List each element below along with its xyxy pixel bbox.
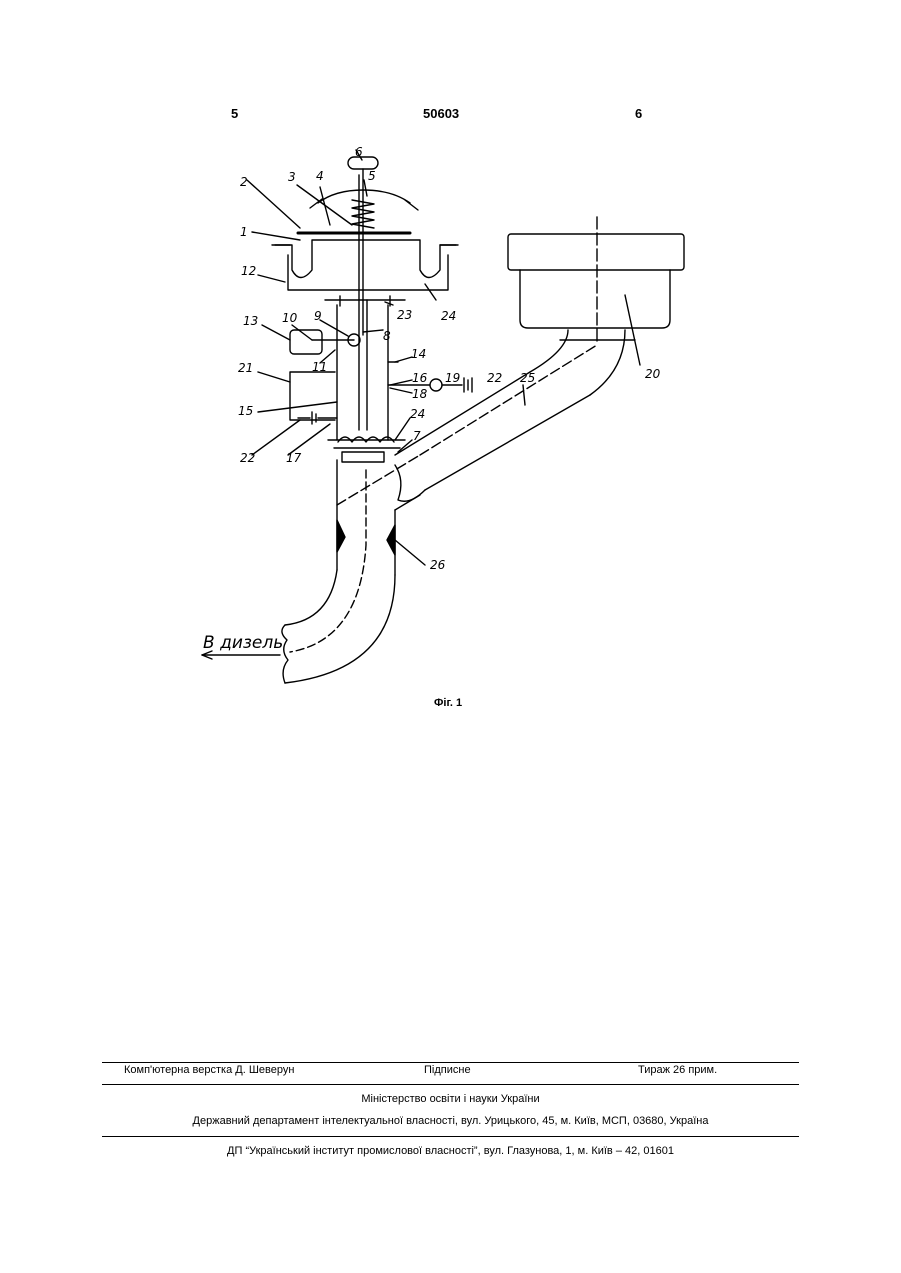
figure-caption: Фіг. 1 <box>434 697 462 709</box>
outlet-label: В дизель <box>203 633 283 653</box>
figure-label: 22 <box>240 451 255 465</box>
figure-labels: 6 5 4 3 2 1 12 13 10 9 11 21 15 22 17 8 … <box>203 145 661 653</box>
figure-label: 9 <box>314 309 322 323</box>
figure-label: 24 <box>441 309 456 323</box>
compiled-by-text: Комп'ютерна верстка Д. Шеверун <box>124 1064 294 1076</box>
signed-text: Підписне <box>424 1064 471 1076</box>
circulation-text: Тираж 26 прим. <box>638 1064 717 1076</box>
figure-label: 14 <box>411 347 426 361</box>
document-number: 50603 <box>423 106 459 121</box>
housing-shape <box>275 240 456 278</box>
figure-label: 22 <box>487 371 502 385</box>
figure-label: 11 <box>312 360 327 374</box>
figure-label: 25 <box>520 371 535 385</box>
figure-label: 17 <box>286 451 302 465</box>
institute-text: ДП “Український інститут промислової вла… <box>102 1145 799 1157</box>
figure-label: 2 <box>240 175 248 189</box>
technical-drawing: 6 5 4 3 2 1 12 13 10 9 11 21 15 22 17 8 … <box>180 135 720 695</box>
figure-label: 24 <box>410 407 425 421</box>
figure-label: 20 <box>645 367 661 381</box>
cover-shape <box>318 190 410 203</box>
figure-label: 26 <box>430 558 446 572</box>
department-text: Державний департамент інтелектуальної вл… <box>102 1115 799 1127</box>
figure-label: 19 <box>445 371 460 385</box>
figure-label: 6 <box>355 145 363 159</box>
figure-label: 15 <box>238 404 253 418</box>
figure-label: 1 <box>240 225 248 239</box>
figure-label: 13 <box>243 314 258 328</box>
page-number-left: 5 <box>231 106 238 121</box>
figure-label: 3 <box>288 170 296 184</box>
figure-label: 4 <box>316 169 324 183</box>
ministry-text: Міністерство освіти і науки України <box>102 1093 799 1105</box>
figure-label: 7 <box>413 429 421 443</box>
figure-label: 18 <box>412 387 428 401</box>
pipe-bend-shape <box>285 570 337 625</box>
figure-label: 23 <box>397 308 412 322</box>
page-number-right: 6 <box>635 106 642 121</box>
figure-label: 12 <box>241 264 256 278</box>
footer-rule-middle <box>102 1084 799 1085</box>
figure-label: 5 <box>368 169 376 183</box>
figure-label: 10 <box>282 311 298 325</box>
knob-shape <box>348 157 378 169</box>
footer-rule-bottom <box>102 1136 799 1137</box>
footer-rule-top <box>102 1062 799 1063</box>
filter-body-shape <box>520 270 670 328</box>
figure-label: 16 <box>412 371 428 385</box>
figure-label: 21 <box>238 361 253 375</box>
valve-body-shape <box>290 330 322 354</box>
figure-label: 8 <box>383 329 391 343</box>
filter-lid-shape <box>508 234 684 270</box>
